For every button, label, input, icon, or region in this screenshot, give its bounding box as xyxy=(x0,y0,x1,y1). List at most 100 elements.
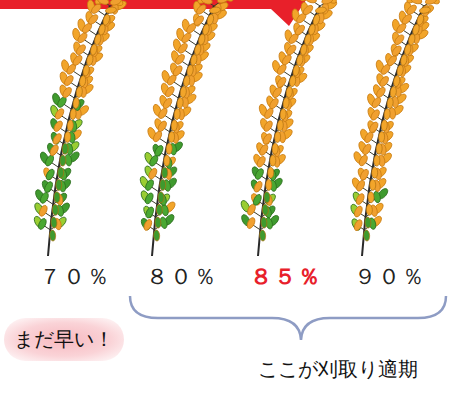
grain xyxy=(272,143,278,154)
grain xyxy=(381,120,388,131)
grain xyxy=(390,44,402,57)
grain xyxy=(370,96,382,109)
grain xyxy=(259,230,266,241)
grain xyxy=(280,108,294,121)
grain xyxy=(268,167,282,181)
grain xyxy=(304,34,312,46)
grain xyxy=(300,44,308,56)
grain xyxy=(186,65,194,77)
grain xyxy=(415,14,429,26)
grain xyxy=(158,192,171,206)
grain xyxy=(256,155,267,168)
rice-panicle xyxy=(139,0,235,256)
grain xyxy=(144,178,155,191)
grain xyxy=(156,120,168,133)
percent-label: ８５％ xyxy=(250,262,322,292)
grain xyxy=(283,97,290,109)
grain xyxy=(271,86,283,99)
grain xyxy=(54,192,60,203)
grain xyxy=(294,24,307,37)
grain xyxy=(254,167,265,180)
grain xyxy=(246,216,257,229)
grain xyxy=(90,44,104,57)
grain xyxy=(400,54,408,66)
grain xyxy=(54,107,66,120)
grain xyxy=(51,217,58,228)
grain xyxy=(358,154,369,167)
grain xyxy=(102,14,111,26)
grain xyxy=(312,14,321,26)
grain xyxy=(209,6,221,14)
grain xyxy=(264,192,270,203)
grain xyxy=(70,108,77,119)
grain xyxy=(285,44,297,57)
grain xyxy=(195,3,208,16)
grain xyxy=(289,75,297,87)
grain xyxy=(82,65,90,77)
grain xyxy=(276,76,288,89)
grain xyxy=(296,54,304,66)
red-pointer xyxy=(0,0,306,26)
grain xyxy=(48,144,59,157)
grain xyxy=(152,130,164,143)
grain xyxy=(157,107,169,120)
grain xyxy=(416,14,425,26)
grain xyxy=(39,191,50,204)
grain xyxy=(44,154,55,167)
grain xyxy=(172,64,184,77)
grain xyxy=(180,86,187,98)
grain xyxy=(105,6,117,14)
grain xyxy=(375,86,387,99)
grain xyxy=(144,192,155,205)
grain xyxy=(404,44,412,56)
grain xyxy=(286,86,293,98)
grain xyxy=(378,75,390,88)
note-text: ここが刈取り適期 xyxy=(258,356,418,383)
grain xyxy=(277,120,284,131)
grain xyxy=(171,120,185,133)
grain xyxy=(166,143,172,154)
grain xyxy=(200,0,213,5)
grain xyxy=(315,6,327,14)
grain xyxy=(90,2,103,15)
grain xyxy=(71,54,83,67)
grain xyxy=(60,155,66,166)
grain xyxy=(359,168,370,181)
grain xyxy=(365,217,372,228)
grain xyxy=(76,86,83,98)
grain xyxy=(64,131,71,142)
grain xyxy=(370,179,376,190)
grain xyxy=(67,120,74,131)
grain xyxy=(268,167,274,178)
grain xyxy=(261,217,268,228)
grain xyxy=(280,108,287,119)
grain xyxy=(73,97,80,109)
grain xyxy=(183,75,191,87)
grain xyxy=(410,0,423,5)
grain xyxy=(252,193,263,206)
grain xyxy=(168,131,175,142)
grain xyxy=(262,120,274,133)
grain xyxy=(164,155,178,169)
grain xyxy=(56,179,62,190)
grain xyxy=(378,131,385,142)
grain xyxy=(393,33,406,46)
grain xyxy=(58,167,64,178)
grain xyxy=(401,13,414,26)
grain xyxy=(262,204,269,215)
stem xyxy=(48,6,110,256)
grain xyxy=(94,34,102,46)
grain xyxy=(393,75,407,88)
grain xyxy=(52,120,64,133)
node-text: まだ早い！ xyxy=(14,326,114,353)
grain xyxy=(49,230,56,241)
grain xyxy=(37,217,48,230)
grain xyxy=(376,143,382,154)
stem xyxy=(152,6,214,256)
grain xyxy=(87,13,100,26)
grain xyxy=(302,4,315,17)
grain xyxy=(153,144,164,157)
grain xyxy=(292,65,300,77)
grain xyxy=(109,0,122,7)
grain xyxy=(274,131,281,142)
